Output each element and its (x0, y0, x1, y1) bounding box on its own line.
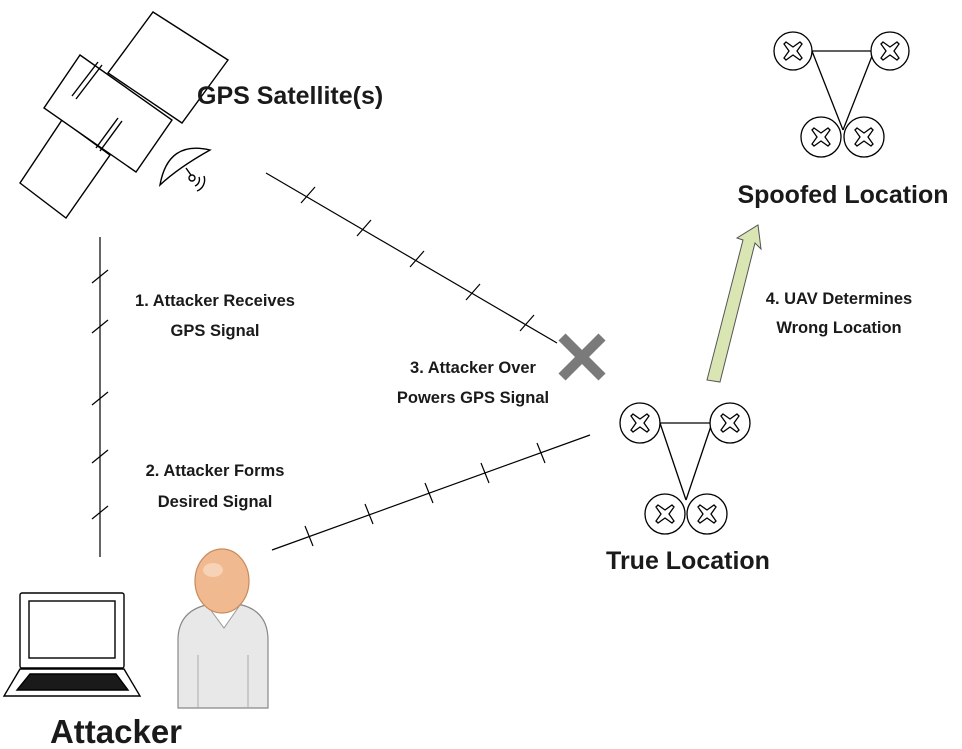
x-mark-icon (558, 333, 606, 381)
person-icon (177, 548, 269, 709)
signal-attacker-to-uav (271, 434, 591, 551)
svg-text:2. Attacker Forms: 2. Attacker Forms (146, 462, 285, 480)
svg-text:GPS Signal: GPS Signal (171, 322, 260, 340)
svg-text:4. UAV Determines: 4. UAV Determines (766, 290, 912, 308)
spoofed-location-label: Spoofed Location (737, 181, 948, 209)
laptop-icon (2, 592, 142, 697)
svg-text:Powers GPS Signal: Powers GPS Signal (397, 389, 549, 407)
step-3-label: 3. Attacker Over Powers GPS Signal (397, 359, 549, 407)
svg-text:Wrong Location: Wrong Location (776, 319, 901, 337)
satellite-label: GPS Satellite(s) (197, 82, 383, 110)
signal-satellite-to-uav (265, 172, 558, 344)
satellite-icon (19, 11, 230, 219)
spoofed-drone-icon (773, 31, 910, 158)
svg-text:3. Attacker Over: 3. Attacker Over (410, 359, 537, 377)
up-arrow-icon (706, 224, 762, 383)
step-2-label: 2. Attacker Forms Desired Signal (146, 462, 285, 511)
step-1-label: 1. Attacker Receives GPS Signal (135, 292, 295, 340)
true-location-label: True Location (606, 547, 770, 575)
svg-text:Desired Signal: Desired Signal (158, 493, 273, 511)
step-4-label: 4. UAV Determines Wrong Location (766, 290, 912, 337)
signal-satellite-to-attacker (91, 237, 109, 557)
true-drone-icon (619, 402, 751, 535)
attacker-label: Attacker (50, 713, 182, 749)
svg-text:1. Attacker Receives: 1. Attacker Receives (135, 292, 295, 310)
